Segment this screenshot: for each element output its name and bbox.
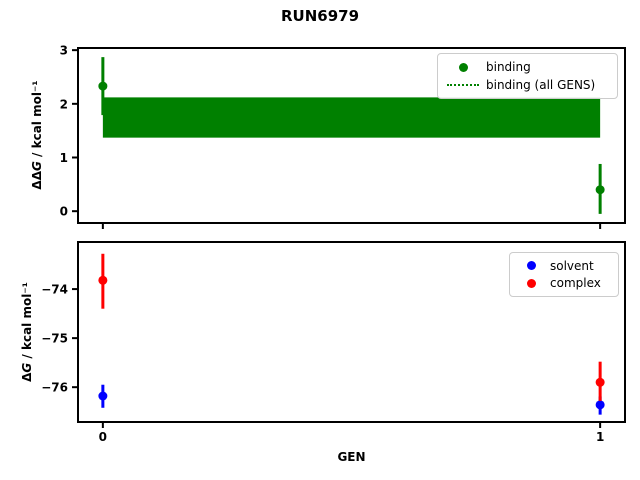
solvent-point — [98, 391, 108, 401]
top-y-axis-label: ΔΔG / kcal mol⁻¹ — [29, 55, 45, 215]
legend-label-solvent: solvent — [550, 258, 594, 273]
solvent-point — [595, 400, 605, 410]
bottom-legend: solvent complex — [509, 252, 619, 297]
ylabel-bottom-prefix: Δ — [20, 372, 34, 382]
bottom-plot-area: −74 −75 −76 0 1 — [41, 241, 626, 444]
legend-item-binding: binding — [446, 58, 609, 76]
ylabel-top-var: G — [30, 161, 44, 171]
binding-all-gens-dotted-line-icon — [447, 84, 479, 86]
band-binding-all-gens — [102, 97, 601, 138]
figure-title: RUN6979 — [280, 7, 360, 25]
legend-marker-cell — [446, 62, 480, 72]
y-tick-label: −76 — [41, 381, 68, 395]
legend-marker-cell — [446, 84, 480, 86]
legend-marker-cell — [518, 261, 544, 271]
x-tick-label: 0 — [99, 430, 107, 444]
ylabel-bottom-var: G — [20, 362, 34, 373]
bottom-y-axis-label: ΔG / kcal mol⁻¹ — [19, 252, 35, 412]
complex-point — [595, 377, 605, 387]
binding-point — [98, 81, 108, 91]
x-tick-label: 1 — [596, 430, 604, 444]
ylabel-top-unit: / kcal mol⁻¹ — [30, 80, 44, 162]
ylabel-top-prefix: ΔΔ — [30, 170, 44, 190]
y-tick-label: 2 — [60, 97, 68, 111]
complex-dot-icon — [526, 278, 536, 288]
binding-point — [595, 185, 605, 195]
y-tick-label: 0 — [60, 205, 68, 219]
y-tick-label: 3 — [60, 44, 68, 58]
legend-label-binding: binding — [486, 60, 531, 74]
legend-item-solvent: solvent — [518, 257, 610, 275]
solvent-dot-icon — [526, 261, 536, 271]
legend-item-binding-all-gens: binding (all GENS) — [446, 76, 609, 94]
complex-point — [98, 275, 108, 285]
binding-dot-icon — [458, 62, 468, 72]
top-legend: binding binding (all GENS) — [437, 53, 618, 99]
top-plot-area: 0 1 2 3 — [60, 44, 626, 229]
x-axis-label: GEN — [337, 450, 366, 464]
y-tick-label: −74 — [41, 283, 68, 297]
legend-label-binding-all-gens: binding (all GENS) — [486, 78, 596, 92]
y-tick-label: 1 — [60, 151, 68, 165]
legend-label-complex: complex — [550, 276, 601, 291]
plot-frame — [77, 47, 626, 224]
y-tick-label: −75 — [41, 332, 68, 346]
legend-item-complex: complex — [518, 275, 610, 293]
legend-marker-cell — [518, 278, 544, 288]
ylabel-bottom-unit: / kcal mol⁻¹ — [20, 282, 34, 363]
plot-frame — [77, 241, 626, 423]
